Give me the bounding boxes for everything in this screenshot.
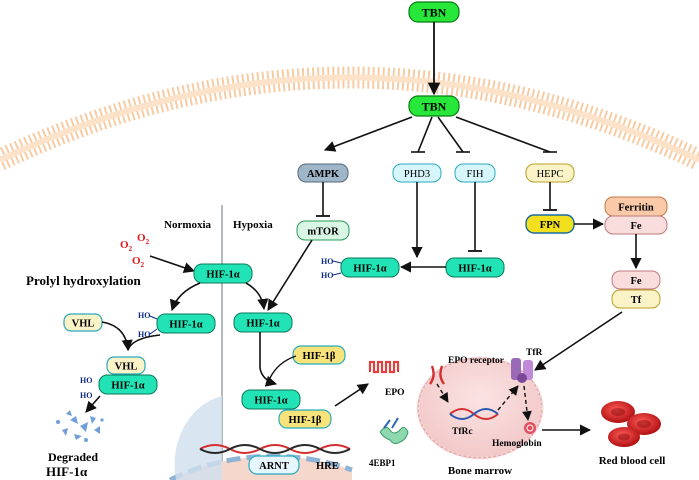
svg-text:HO: HO [138, 330, 150, 339]
hif1a-fih-target: HIF-1α [445, 257, 505, 278]
svg-text:HIF-1α: HIF-1α [169, 320, 202, 331]
svg-text:O2: O2 [137, 232, 150, 246]
svg-text:O2: O2 [120, 239, 133, 253]
fih-label: FIH [467, 169, 484, 180]
ferritin-label: Ferritin [618, 203, 654, 214]
svg-text:HO: HO [80, 376, 92, 385]
svg-text:HO: HO [321, 257, 333, 266]
mtor-node: mTOR [296, 220, 350, 241]
tbn-top-label: TBN [422, 6, 447, 20]
hif1b-free: HIF-1β [292, 345, 346, 365]
tfr-label: TfR [526, 348, 543, 358]
svg-text:HIF-1α: HIF-1α [206, 270, 239, 281]
hif-to-normoxia-arrow [169, 282, 201, 312]
degraded-hif-label: HIF-1α [46, 464, 88, 479]
epo-receptor-icon [429, 365, 445, 385]
bone-marrow-label: Bone marrow [448, 465, 512, 477]
svg-text:HIF-1α: HIF-1α [458, 264, 491, 275]
svg-text:ARNT: ARNT [259, 461, 289, 472]
prolyl-hydroxylation-label: Prolyl hydroxylation [26, 273, 141, 288]
tbn-branches [323, 116, 557, 153]
dna-helix-icon [199, 444, 351, 454]
cell-membrane [0, 66, 699, 170]
svg-text:HIF-1β: HIF-1β [303, 351, 336, 362]
svg-text:VHL: VHL [72, 319, 95, 330]
ebp1-label: 4EBP1 [369, 458, 396, 468]
tfrc-label: TfRc [452, 427, 473, 437]
svg-text:HIF-1α: HIF-1α [254, 396, 287, 407]
fe-label-top: Fe [630, 221, 641, 232]
svg-text:VHL: VHL [115, 362, 138, 373]
svg-text:HIF-1α: HIF-1α [353, 264, 386, 275]
fpn-label: FPN [540, 220, 561, 231]
svg-text:HO: HO [321, 271, 333, 280]
ferritin-fe-complex: Ferritin Fe [604, 196, 668, 235]
hif1a-central: HIF-1α [193, 263, 253, 284]
svg-text:HIF-1α: HIF-1α [246, 319, 279, 330]
vhl-hif1a-complex: VHL HIF-1α HO HO [80, 356, 158, 400]
mtor-label: mTOR [307, 227, 339, 238]
hypoxia-label: Hypoxia [233, 219, 273, 231]
tfr-receptor-icon [511, 358, 533, 383]
svg-text:O2: O2 [132, 255, 145, 269]
red-blood-cells-icon [601, 401, 661, 447]
epo-label: EPO [385, 388, 405, 398]
ampk-node: AMPK [297, 163, 349, 183]
oxygen-molecules: O2 O2 O2 [120, 232, 150, 269]
fpn-node: FPN [525, 214, 575, 234]
ampk-label: AMPK [307, 169, 340, 180]
degraded-fragments-icon [56, 410, 104, 442]
bone-marrow-cell [416, 356, 544, 460]
epo-protein-icon [368, 360, 400, 374]
epo-receptor-label: EPO receptor [448, 356, 505, 366]
ebp1-protein-icon [379, 417, 409, 445]
degraded-label: Degraded [48, 450, 98, 464]
red-blood-cell-label: Red blood cell [599, 455, 666, 467]
hemoglobin-icon [524, 422, 536, 434]
tfrc-mrna-icon [449, 408, 499, 420]
hif1a-hypoxia-stable: HIF-1α [233, 312, 293, 333]
tbn-inner-node: TBN [408, 95, 460, 117]
hif-to-hypoxia-arrow [245, 282, 269, 311]
phd3-node: PHD3 [392, 163, 442, 183]
hif1a-normoxia-hydroxylated: HIF-1α HO HO [138, 311, 216, 339]
vhl-free: VHL [63, 313, 103, 332]
hemoglobin-label: Hemoglobin [492, 439, 542, 449]
svg-text:HIF-1β: HIF-1β [289, 415, 322, 426]
nuclear-hif-complex: HIF-1α HIF-1β [241, 389, 332, 429]
hre-label: HRE [316, 461, 339, 472]
phd3-label: PHD3 [404, 169, 430, 180]
tf-label: Tf [631, 295, 642, 306]
svg-text:HO: HO [80, 391, 92, 400]
tbn-top-node: TBN [408, 1, 460, 23]
fih-node: FIH [454, 163, 496, 183]
arnt-node: ARNT [248, 455, 300, 475]
svg-text:HO: HO [138, 311, 150, 320]
normoxia-label: Normoxia [164, 219, 212, 231]
fe-tf-complex: Fe Tf [611, 270, 661, 309]
tbn-inner-label: TBN [422, 100, 447, 114]
hepc-label: HEPC [537, 169, 564, 180]
svg-text:HIF-1α: HIF-1α [111, 381, 144, 392]
hepc-node: HEPC [525, 163, 575, 183]
hif1a-fih-hydroxylated: HIF-1α HO HO [321, 257, 400, 280]
fe-label-bottom: Fe [630, 276, 641, 287]
